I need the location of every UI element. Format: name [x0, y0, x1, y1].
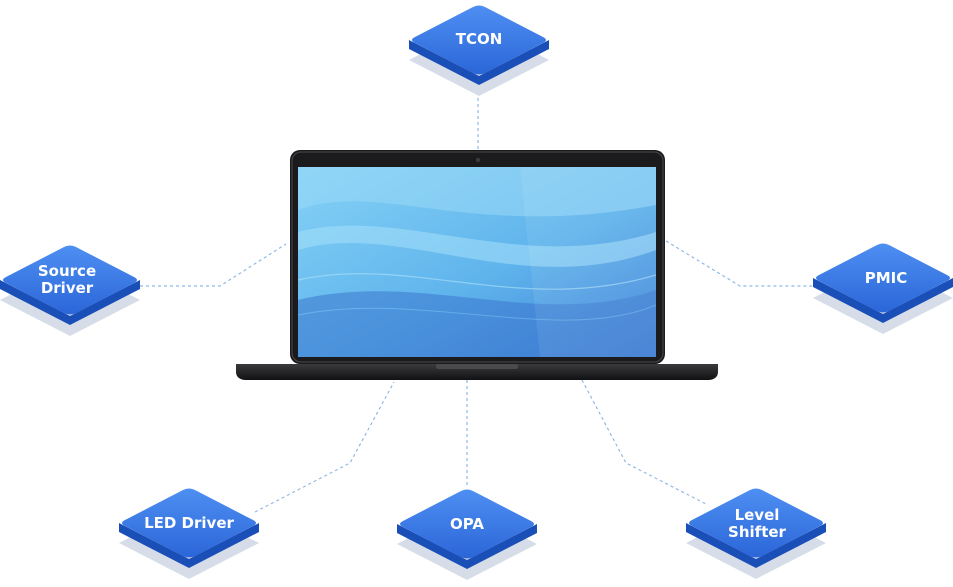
node-top [689, 488, 823, 558]
screen-wallpaper-waves [297, 167, 657, 357]
node-side [686, 523, 826, 568]
node-source-driver [0, 245, 140, 336]
node-opa [397, 489, 537, 580]
laptop-base [236, 364, 718, 380]
node-side [409, 40, 549, 85]
node-level-shifter [686, 488, 826, 579]
node-side [813, 278, 953, 323]
laptop-hinge-notch [436, 364, 518, 369]
node-top [400, 489, 534, 559]
node-top [3, 245, 137, 315]
connector-source-driver [140, 243, 287, 287]
connectors [140, 98, 812, 513]
connector-level-shifter [581, 379, 709, 506]
connector-led-driver [254, 381, 395, 513]
node-pmic [813, 243, 953, 334]
node-tcon [409, 5, 549, 96]
node-led-driver [119, 488, 259, 579]
laptop-lid-edge [291, 151, 664, 363]
node-top [412, 5, 546, 75]
connector-pmic [665, 240, 812, 287]
laptop-icon [236, 150, 718, 380]
node-side [0, 280, 140, 325]
node-side [119, 523, 259, 568]
nodes-layer [0, 5, 953, 580]
node-top [816, 243, 950, 313]
screen-glare [520, 167, 656, 357]
node-top [122, 488, 256, 558]
webcam-icon [475, 157, 481, 163]
node-side [397, 524, 537, 569]
